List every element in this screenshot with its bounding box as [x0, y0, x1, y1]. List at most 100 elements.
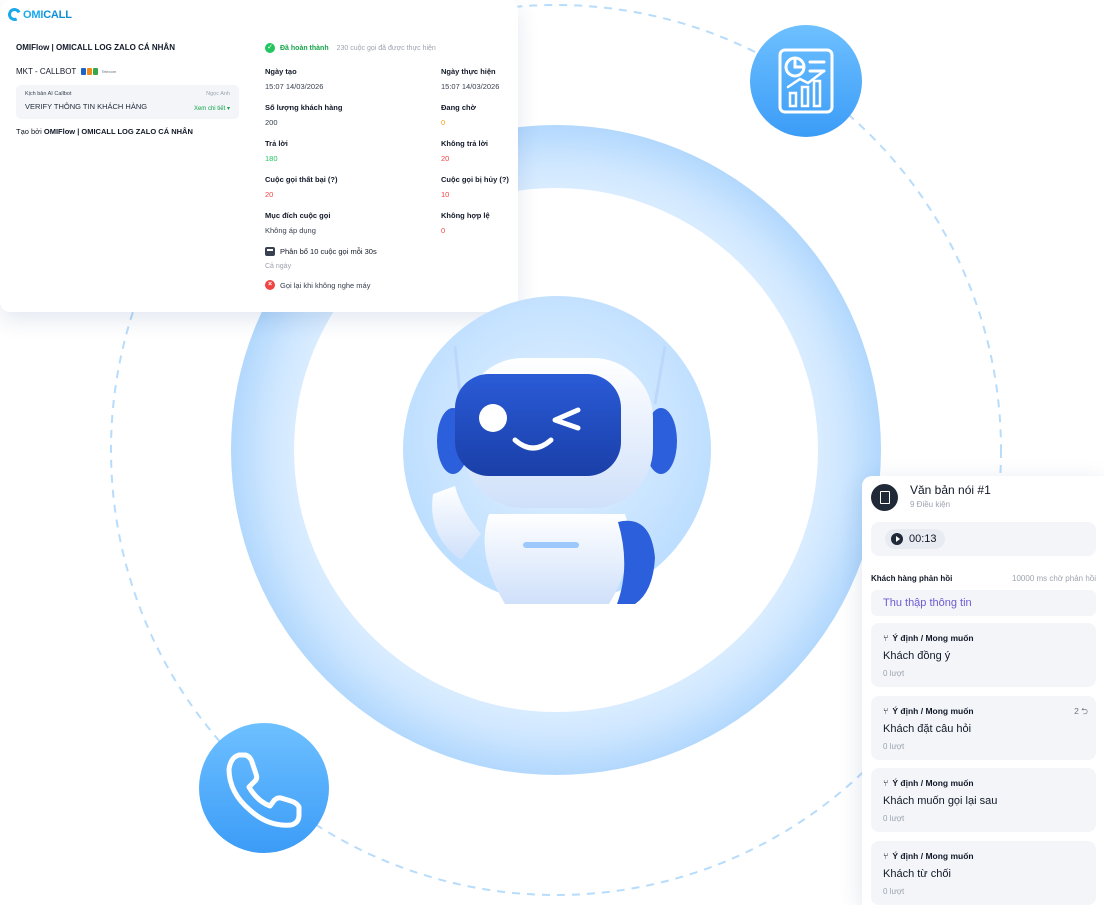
recall-row: × Gọi lại khi không nghe máy — [265, 280, 370, 290]
document-icon — [871, 484, 898, 511]
robot-body — [484, 514, 630, 604]
metric-label: Không trả lời — [441, 139, 488, 148]
intent-count: 0 lượt — [883, 669, 905, 678]
robot-smile — [512, 437, 554, 451]
metric-label: Cuộc gọi thất bại (?) — [265, 175, 338, 184]
metric-value: 0 — [441, 226, 446, 235]
created-by: Tạo bởi OMIFlow | OMICALL LOG ZALO CÁ NH… — [16, 127, 242, 136]
fpt-telecom-logo: Telecom — [81, 68, 116, 75]
recall-text: Gọi lại khi không nghe máy — [280, 280, 371, 290]
play-icon — [891, 533, 903, 545]
metric-run-date: Ngày thực hiện 15:07 14/03/2026 — [441, 67, 499, 91]
intent-type: ⑂Ý định / Mong muốn — [883, 706, 974, 716]
metric-value: 180 — [265, 154, 278, 163]
report-icon-graphic — [778, 48, 834, 114]
campaign-title: OMIFlow | OMICALL LOG ZALO CÁ NHÂN — [16, 43, 175, 52]
intent-type-label: Ý định / Mong muốn — [892, 851, 974, 861]
robot-chest-light — [523, 542, 579, 548]
metric-label: Cuộc gọi bị hủy (?) — [441, 175, 509, 184]
response-label: Khách hàng phản hồi — [871, 574, 953, 583]
metric-value: 0 — [441, 118, 446, 127]
metric-label: Đang chờ — [441, 103, 476, 112]
metric-cancelled: Cuộc gọi bị hủy (?) 10 — [441, 175, 509, 199]
intent-count: 0 lượt — [883, 887, 905, 896]
intent-branch-icon: ⑂ — [883, 633, 889, 643]
logo-text: OMICALL — [23, 9, 72, 21]
distribution-icon — [265, 247, 275, 256]
campaign-card[interactable]: OMICALL OMIFlow | OMICALL LOG ZALO CÁ NH… — [0, 0, 518, 312]
speech-subtitle: 9 Điều kiện — [910, 500, 951, 509]
intent-card[interactable]: ⑂Ý định / Mong muốn 2 ⮌ Khách đặt câu hỏ… — [871, 696, 1096, 760]
omicall-logo: OMICALL — [6, 6, 72, 23]
status-text: Đã hoàn thành — [280, 44, 329, 52]
distribution-sub: Cả ngày — [265, 263, 292, 270]
play-button[interactable]: 00:13 — [885, 529, 945, 549]
metric-value: 20 — [441, 154, 450, 163]
report-chart-icon — [750, 25, 862, 137]
speech-title: Văn bản nói #1 — [910, 483, 991, 497]
view-details-link[interactable]: Xem chi tiết ▾ — [193, 106, 230, 112]
response-wait: 10000 ms chờ phản hồi — [1012, 574, 1096, 583]
robot-visor — [455, 374, 621, 476]
x-circle-icon: × — [265, 280, 275, 290]
robot-arm-left — [432, 486, 481, 560]
intent-name: Khách đặt câu hỏi — [883, 723, 972, 735]
created-by-name: OMIFlow | OMICALL LOG ZALO CÁ NHÂN — [43, 127, 193, 136]
metric-label: Mục đích cuộc gọi — [265, 211, 331, 220]
intent-count: 0 lượt — [883, 814, 905, 823]
metric-answered: Trả lời 180 — [265, 139, 288, 163]
speech-panel[interactable]: Văn bản nói #1 9 Điều kiện 00:13 Khách h… — [862, 476, 1104, 905]
metric-label: Không hợp lệ — [441, 211, 490, 220]
script-name: VERIFY THÔNG TIN KHÁCH HÀNG — [25, 102, 148, 111]
metric-label: Ngày tạo — [265, 67, 297, 76]
intent-type: ⑂Ý định / Mong muốn — [883, 778, 974, 788]
intent-type-label: Ý định / Mong muốn — [892, 633, 974, 643]
account-row: MKT - CALLBOT Telecom — [16, 67, 242, 76]
status-row: ✓ Đã hoàn thành 230 cuộc gọi đã được thự… — [265, 43, 436, 53]
logo-part-b: CALL — [43, 8, 72, 21]
script-owner: Ngọc Anh — [206, 91, 230, 97]
intent-card[interactable]: ⑂Ý định / Mong muốn Khách đồng ý 0 lượt — [871, 623, 1096, 687]
metric-value: Không áp dụng — [265, 226, 316, 235]
robot-illustration — [403, 296, 711, 604]
loop-badge: 2 ⮌ — [1074, 706, 1088, 716]
intent-type: ⑂Ý định / Mong muốn — [883, 633, 974, 643]
robot-antenna-right — [653, 345, 667, 405]
intent-branch-icon: ⑂ — [883, 706, 889, 716]
intent-type: ⑂Ý định / Mong muốn — [883, 851, 974, 861]
audio-player[interactable]: 00:13 — [871, 522, 1096, 556]
status-note: 230 cuộc gọi đã được thực hiện — [336, 44, 436, 52]
intent-type-label: Ý định / Mong muốn — [892, 778, 974, 788]
intent-count: 0 lượt — [883, 742, 905, 751]
campaign-info: OMIFlow | OMICALL LOG ZALO CÁ NHÂN MKT -… — [16, 43, 242, 136]
metric-label: Số lượng khách hàng — [265, 103, 343, 112]
robot-arm-right — [617, 520, 655, 604]
metric-label: Ngày thực hiện — [441, 67, 496, 76]
script-label: Kịch bản AI Callbot — [25, 91, 72, 97]
intent-type-label: Ý định / Mong muốn — [892, 706, 974, 716]
intent-branch-icon: ⑂ — [883, 778, 889, 788]
metric-label: Trả lời — [265, 139, 288, 148]
dashed-orbit — [110, 4, 1002, 896]
distribution-row: Phân bổ 10 cuộc gọi mỗi 30s — [265, 247, 377, 256]
phone-icon-graphic — [226, 752, 302, 828]
metric-value: 15:07 14/03/2026 — [441, 82, 500, 91]
intent-card[interactable]: ⑂Ý định / Mong muốn Khách từ chối 0 lượt — [871, 841, 1096, 905]
phone-icon — [199, 723, 329, 853]
metric-invalid: Không hợp lệ 0 — [441, 211, 490, 235]
logo-mark-icon — [6, 6, 23, 23]
metric-value: 10 — [441, 190, 450, 199]
distribution-text: Phân bổ 10 cuộc gọi mỗi 30s — [280, 247, 377, 256]
metric-failed: Cuộc gọi thất bại (?)20 — [265, 175, 338, 199]
script-box[interactable]: Kịch bản AI Callbot Ngọc Anh VERIFY THÔN… — [16, 85, 239, 119]
intent-name: Khách muốn gọi lại sau — [883, 795, 998, 807]
telecom-logo-text: Telecom — [101, 69, 117, 74]
metric-not-answered: Không trả lời 20 — [441, 139, 488, 163]
collect-info-item[interactable]: Thu thập thông tin — [871, 590, 1096, 616]
metric-value: 200 — [265, 118, 278, 127]
intent-card[interactable]: ⑂Ý định / Mong muốn Khách muốn gọi lại s… — [871, 768, 1096, 832]
robot-eye-wink — [552, 407, 581, 431]
metric-waiting: Đang chờ 0 — [441, 103, 476, 127]
